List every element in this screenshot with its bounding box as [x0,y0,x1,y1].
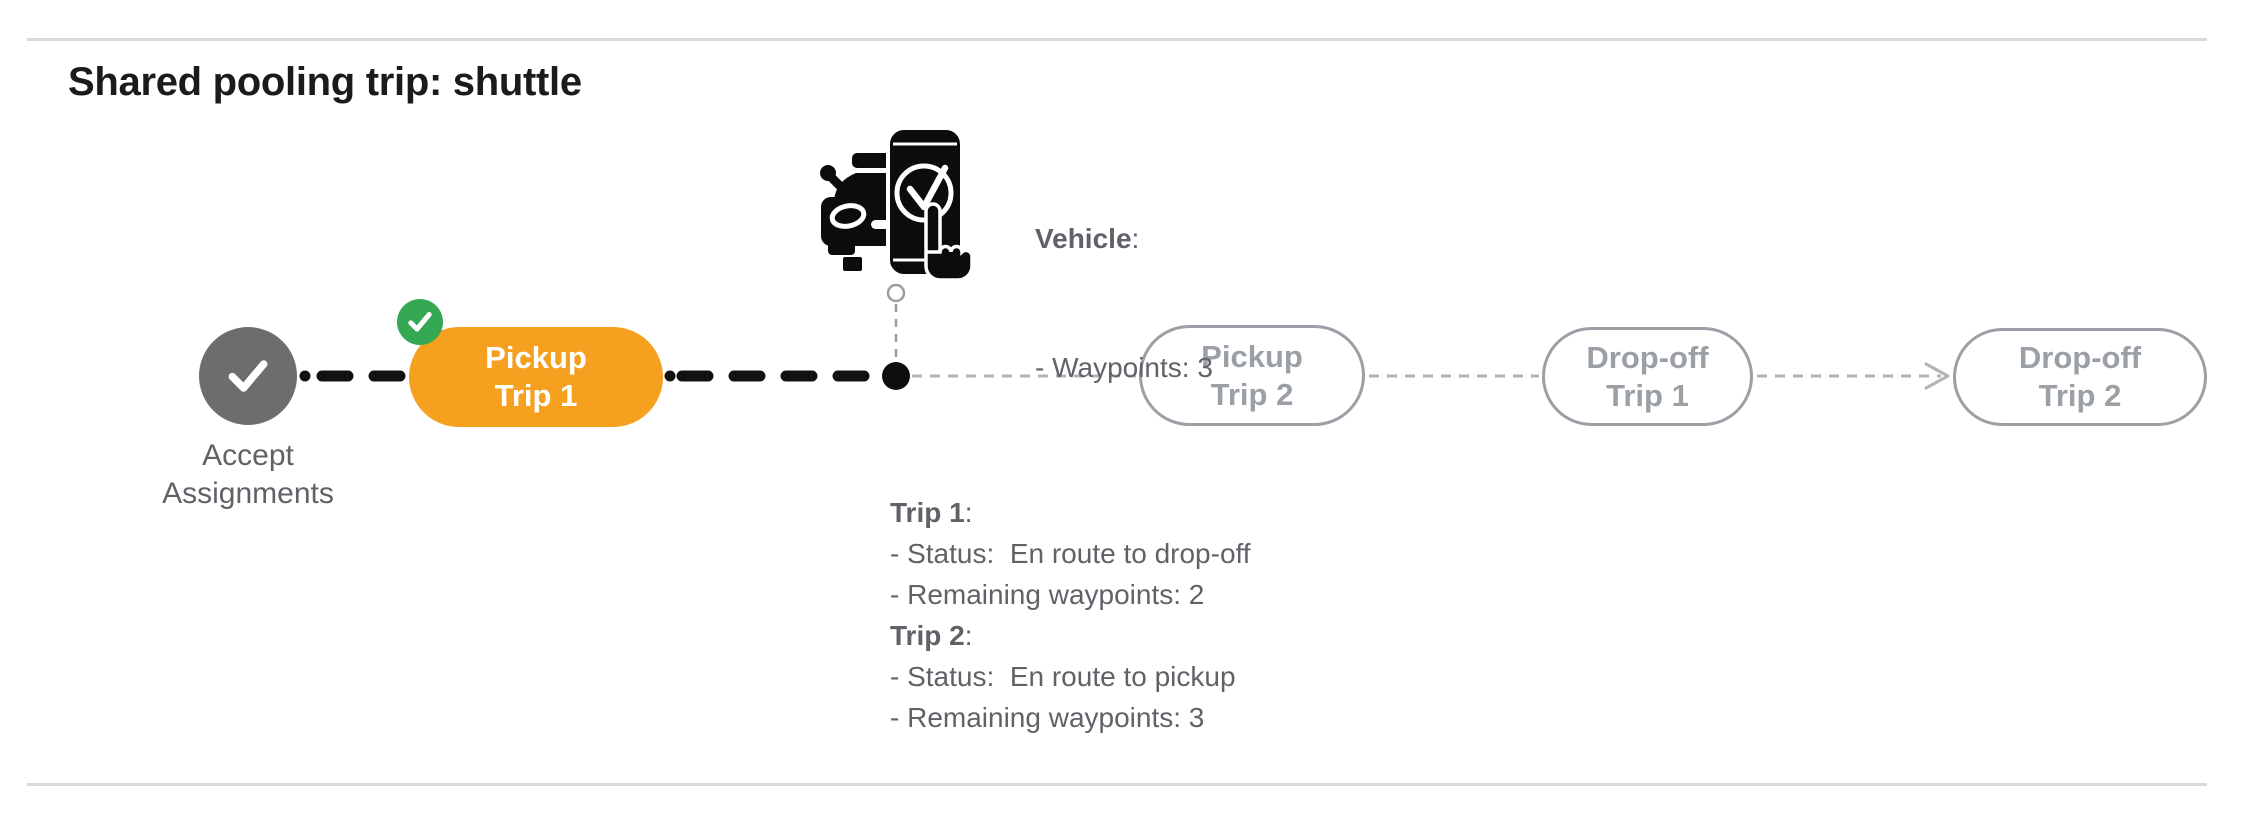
node-pickup-trip-1: Pickup Trip 1 [409,327,663,427]
page-title: Shared pooling trip: shuttle [68,60,582,104]
trip-status-panel: Trip 1: - Status: En route to drop-off -… [890,492,1251,738]
check-icon [228,360,268,392]
arrowhead-icon [1924,362,1950,390]
route-mid-dot [664,370,676,382]
bottom-divider [27,783,2207,786]
node-dropoff-trip-1: Drop-off Trip 1 [1542,327,1753,426]
node-label: Pickup Trip 1 [485,340,587,413]
trip-2-waypoints-line: - Remaining waypoints: 3 [890,702,1205,733]
trip-1-waypoints-line: - Remaining waypoints: 2 [890,579,1205,610]
trip-1-title: Trip 1: [890,497,973,528]
check-icon [408,312,432,332]
vehicle-waypoints-line: - Waypoints: 3 [1035,352,1213,383]
current-position-dot [882,362,910,390]
vehicle-icon [820,126,974,282]
trip-2-status-line: - Status: En route to pickup [890,661,1236,692]
vehicle-info-title: Vehicle: [1035,223,1140,254]
trip-2-title: Trip 2: [890,620,973,651]
node-pickup-trip-2: Pickup Trip 2 [1139,325,1365,426]
completed-badge [397,299,443,345]
node-label: Pickup Trip 2 [1201,338,1303,412]
trip-1-status-line: - Status: En route to drop-off [890,538,1251,569]
node-label: Drop-off Trip 2 [2018,340,2142,413]
top-divider [27,38,2207,41]
node-dropoff-trip-2: Drop-off Trip 2 [1953,328,2207,426]
accept-assignments-label: Accept Assignments [162,439,334,510]
accept-assignments-node [199,327,297,425]
vehicle-info: Vehicle: - Waypoints: 3 [1035,131,1213,475]
node-label: Drop-off Trip 1 [1586,339,1709,413]
route-start-dot [299,370,311,382]
